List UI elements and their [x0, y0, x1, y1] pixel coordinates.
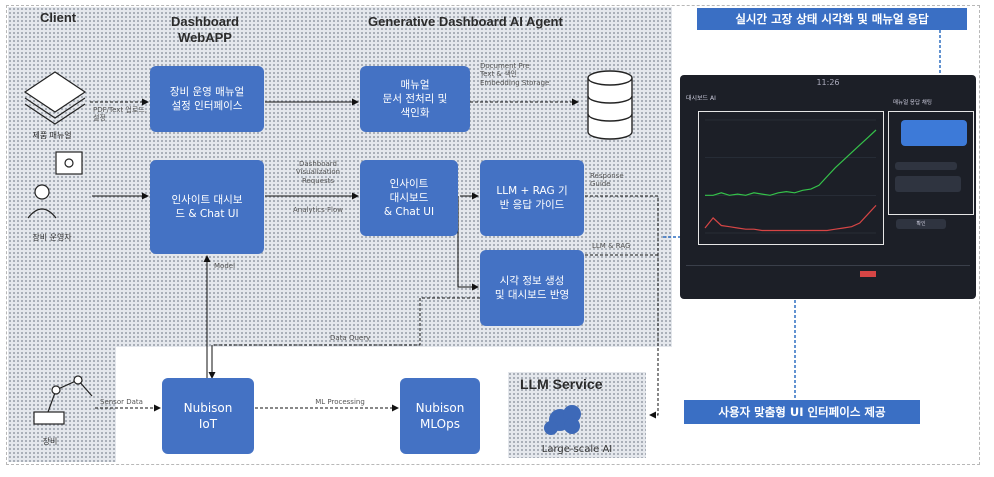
chart-panel [698, 111, 884, 245]
chat-bubble-user [901, 120, 967, 146]
edge-data-query: Data Query [330, 334, 371, 342]
chart-series-line [705, 129, 877, 196]
top-banner: 실시간 고장 상태 시각화 및 매뉴얼 응답 [697, 8, 967, 30]
insight-dashboard-box-2: 인사이트 대시보드 & Chat UI [360, 160, 458, 236]
brain-icon [544, 405, 581, 435]
llm-service-title: LLM Service [520, 376, 603, 392]
chat-confirm-button[interactable]: 확인 [896, 219, 946, 229]
operator-icon [27, 151, 83, 219]
edge-llm-rag: LLM & RAG [592, 242, 631, 250]
bottom-banner: 사용자 맞춤형 UI 인터페이스 제공 [684, 400, 920, 424]
tablet-divider [686, 265, 970, 266]
visual-gen-box: 시각 정보 생성 및 대시보드 반영 [480, 250, 584, 326]
nubison-mlops-box: Nubison MLOps [400, 378, 480, 454]
tablet-logo [860, 271, 876, 277]
tablet-panel-title: 대시보드 AI [686, 95, 716, 102]
diagram-frame [6, 5, 980, 465]
edge-upload: PDF/Text 업로드, 설정 [93, 106, 147, 123]
edge-dashboard-req: Dashboard Visualization Requests [295, 160, 341, 185]
manual-ui-box: 장비 운영 매뉴얼 설정 인터페이스 [150, 66, 264, 132]
edge-sensor: Sensor Data [100, 398, 143, 406]
chart-series-line [704, 204, 877, 232]
nubison-iot-box: Nubison IoT [162, 378, 254, 454]
manual-label: 제품 매뉴얼 [32, 131, 72, 140]
llm-caption: Large-scale AI [541, 444, 613, 455]
agent-title: Generative Dashboard AI Agent [368, 14, 563, 29]
edge-response: Response Guide [590, 172, 624, 189]
edge-analytics: Analytics Flow [293, 206, 343, 214]
operator-label: 장비 운영자 [32, 233, 72, 242]
equipment-label: 장비 [42, 437, 58, 446]
edge-model: Model [214, 262, 236, 270]
tablet-time: 11:26 [816, 78, 840, 87]
tablet-screenshot: 11:26 대시보드 AI 매뉴얼 응답 채팅 확인 [680, 75, 976, 299]
chat-bubble-bot-2 [895, 176, 961, 192]
webapp-title: Dashboard WebAPP [171, 14, 239, 46]
manual-icon [23, 71, 87, 125]
chat-bubble-bot [895, 162, 957, 170]
llm-rag-box: LLM + RAG 기 반 응답 가이드 [480, 160, 584, 236]
database-icon [587, 70, 633, 140]
chat-panel: 매뉴얼 응답 채팅 [888, 100, 974, 215]
edge-preprocess-out: Document Pre Text & 색인 Embedding Storage [480, 62, 550, 87]
insight-dashboard-box: 인사이트 대시보 드 & Chat UI [150, 160, 264, 254]
manual-preprocess-box: 매뉴얼 문서 전처리 및 색인화 [360, 66, 470, 132]
robot-arm-icon [33, 375, 93, 425]
client-title: Client [40, 10, 77, 25]
line-chart [704, 119, 877, 234]
chat-title: 매뉴얼 응답 채팅 [893, 100, 932, 106]
edge-ml: ML Processing [315, 398, 365, 406]
